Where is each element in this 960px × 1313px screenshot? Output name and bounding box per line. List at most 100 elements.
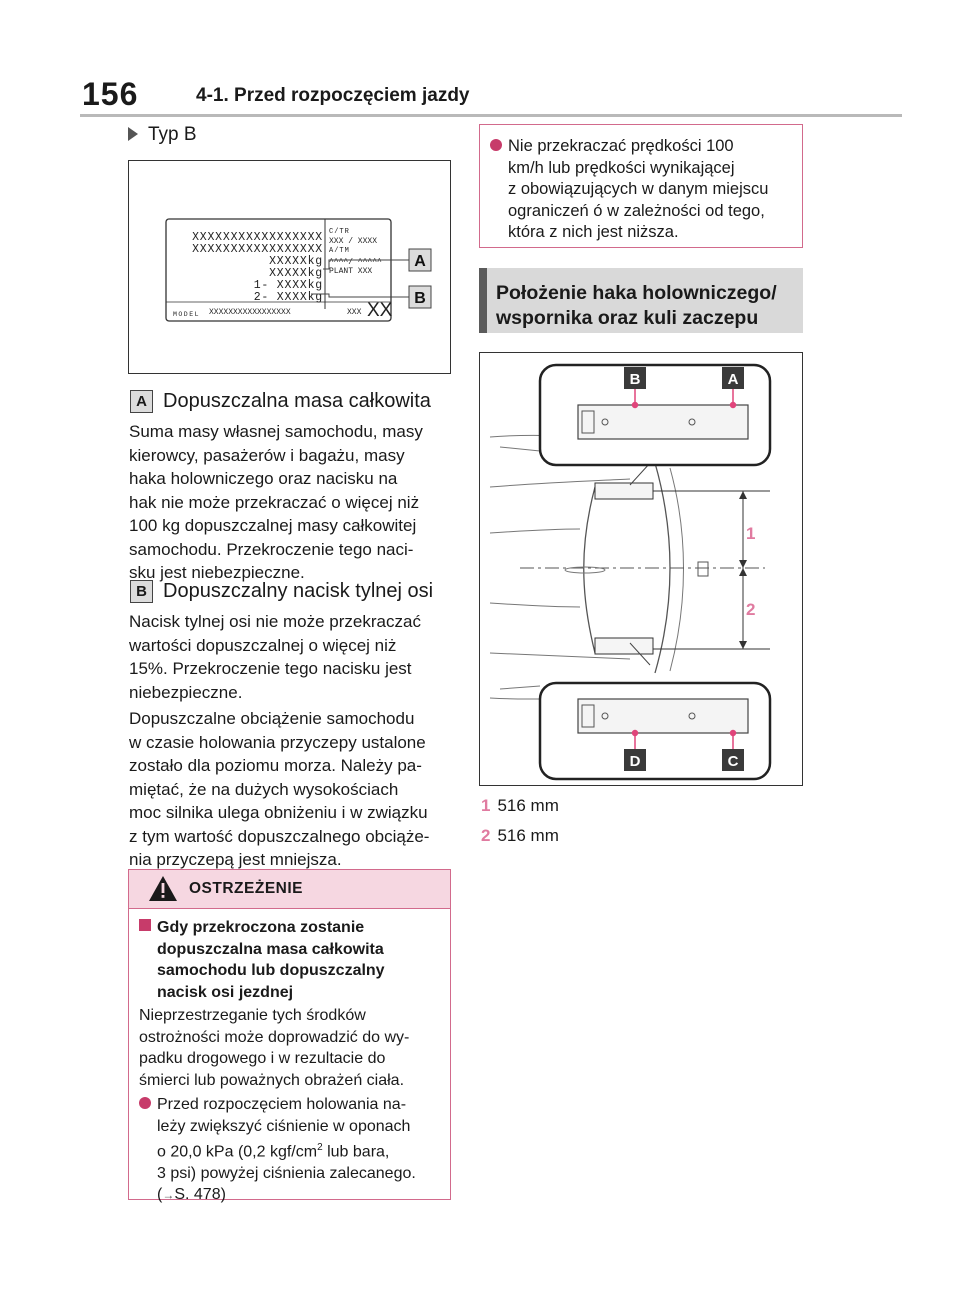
measurement-number: 2 (481, 826, 491, 845)
superscript: 2 (317, 1142, 323, 1153)
bumper-curve (583, 486, 596, 654)
text-line: z tym wartość dopuszczalnego obciąże- (129, 826, 430, 846)
text-line: śmierci lub poważnych obrażeń ciała. (139, 1071, 405, 1089)
measurement-number: 1 (481, 796, 491, 815)
text-line: km/h lub prędkości wynikającej (508, 158, 735, 177)
text-line: Dopuszczalne obciążenie samochodu (129, 709, 415, 728)
label-row-5: 1- XXXXkg (254, 279, 323, 292)
tow-hitch-illustration: B A D C 1 2 (489, 363, 772, 781)
text-line: Nie przekraczać prędkości 100 (508, 137, 734, 155)
text-line: samochodu. Przekroczenie tego naci- (129, 539, 414, 559)
text-line: ostrożności może doprowadzić do wy- (139, 1028, 410, 1046)
text-line: sku jest niebezpieczne. (129, 563, 305, 582)
text-line: ograniczeń ó w zależności od tego, (508, 201, 765, 220)
text-line: samochodu lub dopuszczalny (157, 962, 385, 979)
callout-a-letter: A (414, 253, 426, 270)
chapter-title: 4-1. Przed rozpoczęciem jazdy (196, 85, 470, 106)
badge-d (624, 749, 646, 771)
label-row-1: XXXXXXXXXXXXXXXXX (192, 231, 323, 244)
text-line: niebezpieczne. (129, 682, 243, 702)
text-line: padku drogowego i w rezultacie do (139, 1050, 386, 1067)
text-line: 3 psi) powyżej ciśnienia zalecanego. (157, 1164, 416, 1182)
speed-note-text: Nie przekraczać prędkości 100 km/h lub p… (490, 136, 768, 244)
label-plate-outline (165, 218, 392, 322)
text-line: nia przyczepą jest mniejsza. (129, 850, 342, 869)
dimension-arrow (739, 568, 747, 576)
section-a-title: Dopuszczalna masa całkowita (163, 390, 431, 412)
label-right-2: XXX / XXXX (329, 237, 377, 246)
triangle-bullet-icon (128, 127, 138, 141)
bolt-hole (601, 418, 609, 426)
bumper-curve (654, 462, 671, 674)
marker-a-dot (729, 401, 737, 409)
bracket-bottom (577, 698, 749, 734)
header-divider (80, 114, 902, 117)
dimension-2-label: 2 (746, 600, 755, 619)
text-line: nacisk osi jezdnej (157, 983, 294, 1001)
dimension-1-label: 1 (746, 524, 755, 543)
bracket-detail (581, 410, 595, 434)
badge-c-letter: C (728, 753, 739, 770)
measurement-value: 516 mm (497, 826, 559, 845)
bracket-small (594, 482, 654, 500)
callout-b-letter: B (414, 290, 426, 307)
measurement-2: 2 516 mm (481, 826, 559, 846)
section-b-text: Nacisk tylnej osi nie może przekraczać w… (129, 610, 421, 704)
badge-c (722, 749, 744, 771)
altitude-paragraph: Dopuszczalne obciążenie samochodu w czas… (129, 707, 429, 872)
bolt-hole (688, 418, 696, 426)
label-right-5: PLANT XXX (329, 267, 372, 276)
label-right-3: A/TM (329, 247, 350, 255)
text-line: Gdy przekroczona zostanie (157, 919, 365, 936)
section-b-badge: B (130, 580, 153, 603)
speed-note-box: Nie przekraczać prędkości 100 km/h lub p… (479, 124, 803, 248)
warning-header: OSTRZEŻENIE (129, 870, 450, 909)
text-line: kierowcy, pasażerów i bagażu, masy (129, 445, 405, 465)
text-line: która z nich jest niższa. (508, 223, 679, 241)
round-bullet-icon (139, 1097, 151, 1109)
section-a-badge: A (130, 390, 153, 413)
warning-subheading: Gdy przekroczona zostanie dopuszczalna m… (139, 917, 385, 1003)
label-row-3: XXXXXkg (269, 255, 323, 268)
text-line: wartości dopuszczalnej o więcej niż (129, 635, 397, 655)
dimension-arrow (739, 641, 747, 649)
text-line: Suma masy własnej samochodu, masy (129, 422, 423, 441)
text-line: moc silnika ulega obniżeniu i w związku (129, 803, 428, 822)
text-segment: lub bara, (327, 1143, 390, 1161)
badge-b (624, 367, 646, 389)
section-a-heading: A Dopuszczalna masa całkowita (130, 390, 431, 413)
dimension-arrow (739, 560, 747, 568)
warning-body: Nieprzestrzeganie tych środków ostrożnoś… (139, 1005, 409, 1091)
section-a-text: Suma masy własnej samochodu, masy kierow… (129, 420, 423, 585)
vehicle-label-figure: XXXXXXXXXXXXXXXXX XXXXXXXXXXXXXXXXX XXXX… (128, 160, 451, 374)
label-row-4: XXXXXkg (269, 267, 323, 280)
badge-d-letter: D (630, 753, 641, 770)
text-line: w czasie holowania przyczepy ustalone (129, 732, 426, 752)
zoom-line (629, 462, 651, 486)
badge-a-letter: A (728, 371, 739, 388)
section-b-title: Dopuszczalny nacisk tylnej osi (163, 580, 434, 602)
warning-title: OSTRZEŻENIE (189, 880, 304, 897)
dimension-arrow (739, 491, 747, 499)
car-outline (489, 478, 631, 488)
arrow-right-icon: → (162, 1188, 175, 1203)
text-line: zostało dla poziomu morza. Należy pa- (129, 756, 422, 775)
text-line: z obowiązujących w danym miejscu (508, 180, 769, 198)
text-segment: ( (157, 1186, 163, 1204)
square-bullet-icon (139, 919, 151, 931)
bracket-top (577, 404, 749, 440)
label-model-suffix: XXX (347, 308, 362, 317)
text-line: hak nie może przekraczać o więcej niż (129, 492, 420, 512)
section-heading: Położenie haka holowniczego/ wspornika o… (479, 268, 803, 333)
label-model-title: MODEL (173, 311, 200, 318)
text-line-with-superscript: o 20,0 kPa (0,2 kgf/cm2 lub bara, (139, 1137, 416, 1163)
section-b-heading: B Dopuszczalny nacisk tylnej osi (130, 580, 433, 603)
car-outline (489, 602, 581, 608)
tow-hitch-diagram: B A D C 1 2 (479, 352, 803, 786)
page-reference-link[interactable]: S. 478) (174, 1186, 226, 1204)
label-right-4: ^^^^/ ^^^^^ (329, 258, 382, 267)
callout-b-box (408, 285, 432, 309)
label-right-1: C/TR (329, 228, 350, 236)
marker-b-dot (631, 401, 639, 409)
heading-line: Położenie haka holowniczego/ (496, 282, 777, 304)
